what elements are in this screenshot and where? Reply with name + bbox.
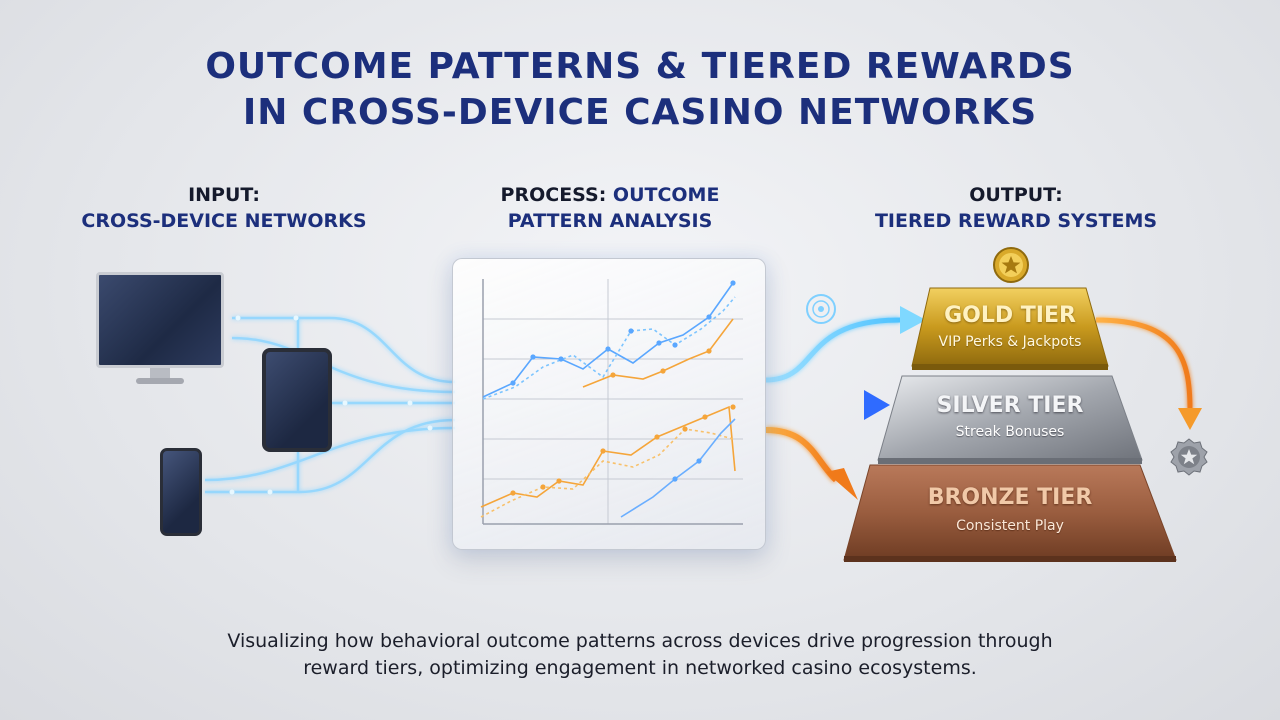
gold-tier-subtitle: VIP Perks & Jackpots xyxy=(938,334,1082,350)
pattern-line-blue-3 xyxy=(620,418,736,518)
desktop-monitor-icon xyxy=(96,272,224,384)
bronze-tier: BRONZE TIER Consistent Play xyxy=(844,465,1176,560)
title-line-2: IN CROSS-DEVICE CASINO NETWORKS xyxy=(242,92,1038,133)
pattern-analysis-chart xyxy=(452,258,766,550)
input-label: INPUT: xyxy=(188,184,260,206)
gold-tier-name: GOLD TIER xyxy=(944,303,1076,328)
monitor-stand xyxy=(150,368,170,380)
output-name: TIERED REWARD SYSTEMS xyxy=(874,210,1158,232)
pattern-line-orange-3 xyxy=(480,428,734,518)
monitor-screen xyxy=(96,272,224,368)
input-name: CROSS-DEVICE NETWORKS xyxy=(81,210,367,232)
tier-pyramid xyxy=(843,287,1177,562)
caption-line-1: Visualizing how behavioral outcome patte… xyxy=(227,630,1053,652)
pattern-chart-svg xyxy=(480,279,743,525)
bronze-tier-subtitle: Consistent Play xyxy=(956,518,1064,534)
page-title: OUTCOME PATTERNS & TIERED REWARDS IN CRO… xyxy=(0,44,1280,136)
casino-chip-icon xyxy=(806,294,836,324)
caption: Visualizing how behavioral outcome patte… xyxy=(140,628,1140,682)
tablet-icon xyxy=(262,348,332,452)
monitor-base xyxy=(136,378,184,384)
bronze-tier-name: BRONZE TIER xyxy=(927,485,1093,510)
smartphone-icon xyxy=(160,448,202,536)
output-label: OUTPUT: xyxy=(969,184,1063,206)
silver-tier: SILVER TIER Streak Bonuses xyxy=(878,376,1142,462)
input-column-header: INPUT: CROSS-DEVICE NETWORKS xyxy=(74,182,374,234)
process-label: PROCESS: xyxy=(500,184,607,206)
title-line-1: OUTCOME PATTERNS & TIERED REWARDS xyxy=(205,46,1075,87)
process-column-header: PROCESS: OUTCOME PATTERN ANALYSIS xyxy=(460,182,760,234)
silver-tier-name: SILVER TIER xyxy=(936,393,1084,418)
silver-star-medal-icon xyxy=(1170,438,1208,476)
output-column-header: OUTPUT: TIERED REWARD SYSTEMS xyxy=(866,182,1166,234)
caption-line-2: reward tiers, optimizing engagement in n… xyxy=(303,657,977,679)
silver-tier-subtitle: Streak Bonuses xyxy=(955,424,1065,440)
gold-tier: GOLD TIER VIP Perks & Jackpots xyxy=(912,288,1108,368)
process-name-part-1: OUTCOME xyxy=(612,184,720,206)
process-name-part-2: PATTERN ANALYSIS xyxy=(507,210,713,232)
pattern-line-orange-2 xyxy=(480,405,736,508)
gold-star-medal-icon xyxy=(993,247,1029,283)
